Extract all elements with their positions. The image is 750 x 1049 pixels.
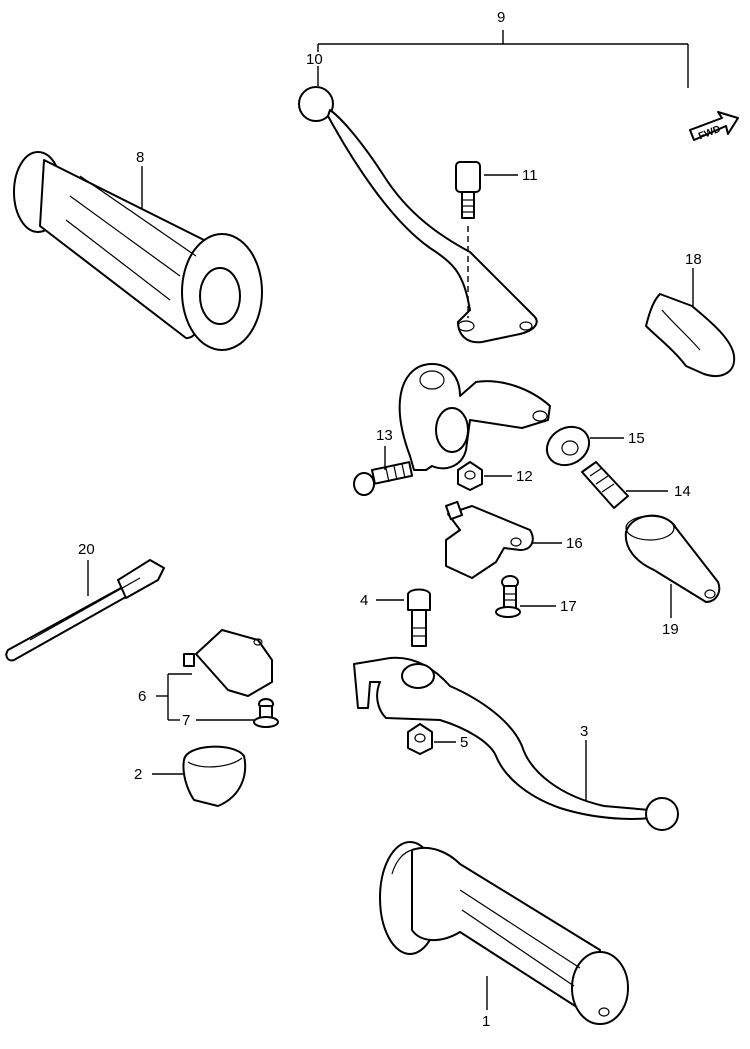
callout-7: 7 (182, 712, 190, 729)
part-18-cover: 18 (645, 251, 736, 377)
callout-12: 12 (516, 468, 533, 485)
callout-16: 16 (566, 535, 583, 552)
callout-4: 4 (360, 592, 368, 609)
part-2-clamp: 2 (134, 745, 247, 807)
callout-8: 8 (136, 149, 144, 166)
part-19-boot: 19 (624, 514, 721, 638)
part-11-pivot-bolt: 11 (455, 161, 538, 318)
part-13-bolt: 13 (353, 427, 414, 496)
part-5-nut: 5 (407, 723, 468, 755)
forward-arrow-icon: FWD (689, 111, 739, 142)
part-10-lever: 10 (298, 51, 538, 344)
part-16-switch: 16 (445, 500, 583, 579)
callout-3: 3 (580, 723, 588, 740)
part-20-cable-tie: 20 (5, 541, 165, 662)
callout-1: 1 (482, 1013, 490, 1030)
part-6-switch: 6 (138, 629, 273, 721)
part-1-grip: 1 (379, 841, 629, 1030)
part-7-screw: 7 (182, 698, 279, 729)
callout-18: 18 (685, 251, 702, 268)
callout-2: 2 (134, 766, 142, 783)
part-3-brake-lever: 3 (353, 656, 679, 831)
part-12-nut: 12 (457, 461, 533, 491)
callout-20: 20 (78, 541, 95, 558)
callout-5: 5 (460, 734, 468, 751)
callout-9: 9 (497, 9, 505, 26)
callout-14: 14 (674, 483, 691, 500)
callout-10: 10 (306, 51, 323, 68)
part-17-screw: 17 (495, 575, 577, 618)
part-15-adjuster-nut: 15 (545, 425, 645, 467)
part-14-adjuster-bolt: 14 (581, 461, 691, 509)
lever-holder (398, 363, 551, 471)
part-8-grip: 8 (13, 149, 263, 351)
callout-13: 13 (376, 427, 393, 444)
callout-19: 19 (662, 621, 679, 638)
callout-17: 17 (560, 598, 577, 615)
callout-11: 11 (522, 167, 538, 184)
callout-15: 15 (628, 430, 645, 447)
part-4-pivot-bolt: 4 (360, 588, 431, 647)
callout-6: 6 (138, 688, 146, 705)
callout-9-bracket: 9 (317, 9, 689, 88)
